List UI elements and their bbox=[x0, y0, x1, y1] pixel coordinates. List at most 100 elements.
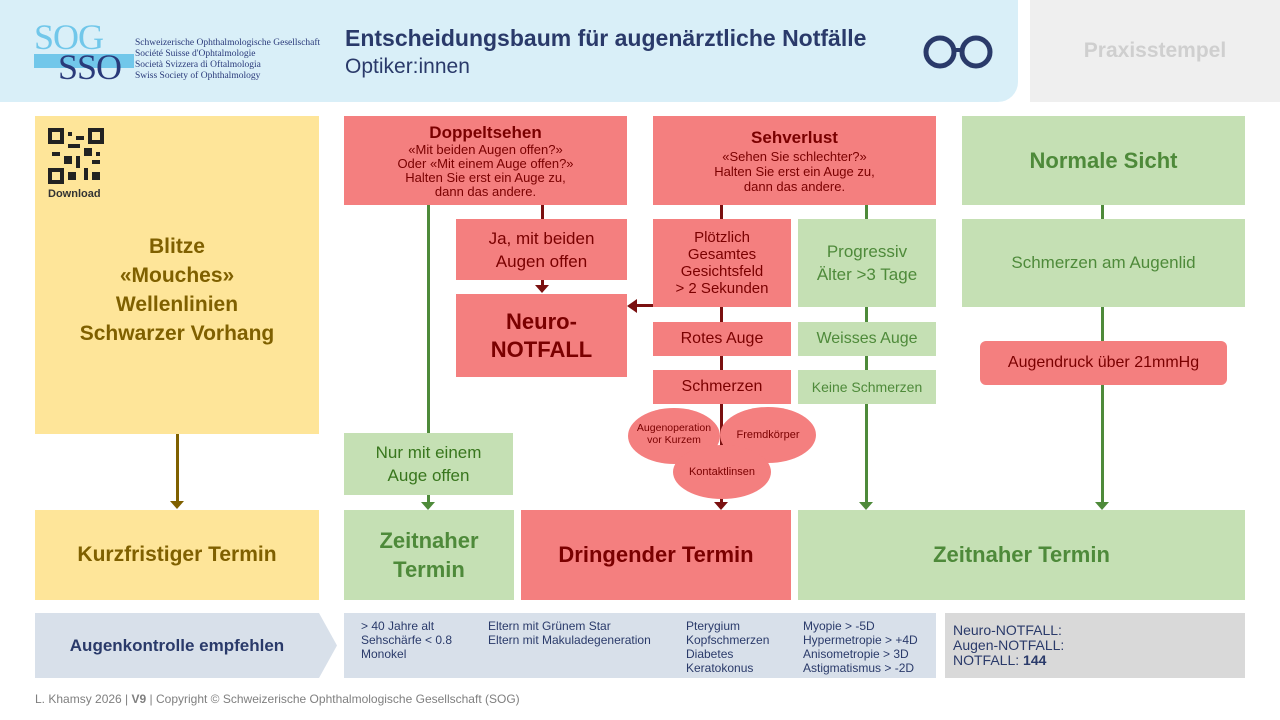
praxisstempel: Praxisstempel bbox=[1030, 0, 1280, 102]
keine-schmerzen-box: Keine Schmerzen bbox=[798, 370, 936, 404]
doppeltsehen-line: Halten Sie erst ein Auge zu, bbox=[405, 169, 566, 185]
sehverlust-line: Halten Sie erst ein Auge zu, bbox=[714, 164, 875, 179]
logo-sog-text: SOG bbox=[34, 17, 104, 57]
header-banner bbox=[0, 0, 1018, 102]
outcome-zeitnah-right-label: Zeitnaher Termin bbox=[933, 542, 1110, 567]
society-name-de: Schweizerische Ophthalmologische Gesells… bbox=[135, 38, 321, 48]
download-label[interactable]: Download bbox=[48, 188, 101, 200]
sehverlust-box: Sehverlust «Sehen Sie schlechter?» Halte… bbox=[653, 116, 936, 205]
neuro-notfall-contact: Neuro-NOTFALL: bbox=[953, 622, 1062, 638]
society-name-it: Società Svizzera di Oftalmologia bbox=[135, 60, 261, 70]
sehverlust-title: Sehverlust bbox=[751, 128, 838, 147]
glasses-icon bbox=[923, 35, 993, 69]
footer: L. Khamsy 2026 | V9 | Copyright © Schwei… bbox=[35, 692, 520, 706]
outcome-zeitnah-left-line: Termin bbox=[393, 557, 465, 582]
ploetzlich-box: Plötzlich Gesamtes Gesichtsfeld > 2 Seku… bbox=[653, 219, 791, 307]
ein-auge-box: Nur mit einem Auge offen bbox=[344, 433, 513, 495]
notfall-number: 144 bbox=[1023, 652, 1047, 668]
ploetzlich-line: Gesamtes bbox=[687, 246, 757, 263]
arrow-line bbox=[176, 434, 179, 502]
arrow-head bbox=[859, 502, 873, 510]
outcome-zeitnah-left: Zeitnaher Termin bbox=[344, 510, 514, 600]
augendruck-box: Augendruck über 21mmHg bbox=[980, 341, 1227, 385]
risk-item: Keratokonus bbox=[686, 661, 754, 675]
arrow-line bbox=[1101, 205, 1104, 219]
schmerzen-augenlid-box: Schmerzen am Augenlid bbox=[962, 219, 1245, 307]
sehverlust-line: «Sehen Sie schlechter?» bbox=[722, 149, 867, 164]
risk-item: Myopie > -5D bbox=[803, 619, 875, 633]
augenoperation-line: Augenoperation bbox=[636, 422, 712, 434]
sog-logo: SOG SSO bbox=[34, 16, 134, 87]
qr-code-icon[interactable] bbox=[48, 128, 104, 184]
risk-item: Eltern mit Grünem Star bbox=[488, 619, 611, 633]
risk-item: Hypermetropie > +4D bbox=[803, 633, 918, 647]
risk-col-3: Pterygium Kopfschmerzen Diabetes Keratok… bbox=[686, 619, 769, 675]
footer-version: V9 bbox=[131, 692, 147, 706]
augenoperation-label: Augenoperation vor Kurzem bbox=[628, 422, 720, 446]
outcome-dringend: Dringender Termin bbox=[521, 510, 791, 600]
arrow-head bbox=[714, 502, 728, 510]
doppeltsehen-line: dann das andere. bbox=[434, 183, 537, 199]
rotes-auge-box: Rotes Auge bbox=[653, 322, 791, 356]
augen-notfall-contact: Augen-NOTFALL: bbox=[953, 637, 1065, 653]
rotes-auge-label: Rotes Auge bbox=[680, 330, 764, 347]
progressiv-box: Progressiv Älter >3 Tage bbox=[798, 219, 936, 307]
blitze-line: Schwarzer Vorhang bbox=[79, 322, 275, 345]
blitze-line: «Mouches» bbox=[119, 264, 235, 287]
risk-item: Monokel bbox=[361, 647, 407, 661]
normale-sicht-box: Normale Sicht bbox=[962, 116, 1245, 205]
risk-item: Eltern mit Makuladegeneration bbox=[488, 633, 651, 647]
notfall-contact: NOTFALL: 144 bbox=[953, 653, 1237, 668]
schmerzen-box: Schmerzen bbox=[653, 370, 791, 404]
schmerzen-augenlid-label: Schmerzen am Augenlid bbox=[1011, 253, 1196, 272]
arrow-head bbox=[535, 285, 549, 293]
arrow-line bbox=[1101, 307, 1104, 503]
weisses-auge-box: Weisses Auge bbox=[798, 322, 936, 356]
arrow-head bbox=[1095, 502, 1109, 510]
arrow-head bbox=[170, 501, 184, 509]
neuro-line: NOTFALL bbox=[490, 336, 593, 362]
augenoperation-line: vor Kurzem bbox=[647, 434, 701, 446]
ploetzlich-line: Plötzlich bbox=[694, 229, 750, 246]
augenkontrolle-arrow bbox=[35, 613, 337, 678]
sehverlust-line: dann das andere. bbox=[743, 179, 846, 194]
arrow-line bbox=[541, 280, 544, 286]
augenkontrolle-label: Augenkontrolle empfehlen bbox=[69, 635, 285, 655]
risk-col-2: Eltern mit Grünem Star Eltern mit Makula… bbox=[488, 619, 651, 647]
logo-bar bbox=[34, 54, 134, 68]
fremdkoerper-label: Fremdkörper bbox=[736, 429, 800, 441]
progressiv-line: Älter >3 Tage bbox=[816, 265, 918, 284]
risk-factors-panel: > 40 Jahre alt Sehschärfe < 0.8 Monokel … bbox=[344, 613, 936, 678]
cause-ellipses bbox=[628, 407, 816, 499]
society-names: Schweizerische Ophthalmologische Gesells… bbox=[135, 38, 320, 82]
outcome-dringend-label: Dringender Termin bbox=[558, 542, 754, 567]
risk-item: Sehschärfe < 0.8 bbox=[361, 633, 453, 647]
beide-augen-line: Ja, mit beiden bbox=[488, 228, 595, 248]
arrow-line bbox=[541, 205, 544, 219]
kontaktlinsen-label: Kontaktlinsen bbox=[688, 466, 756, 478]
augendruck-label: Augendruck über 21mmHg bbox=[1007, 354, 1200, 371]
beide-augen-line: Augen offen bbox=[495, 251, 588, 271]
logo-sso-text: SSO bbox=[58, 47, 122, 87]
risk-item: Anisometropie > 3D bbox=[803, 647, 909, 661]
ploetzlich-line: Gesichtsfeld bbox=[680, 263, 764, 280]
notfall-prefix: NOTFALL: bbox=[953, 652, 1024, 668]
footer-author: L. Khamsy 2026 | bbox=[35, 692, 132, 706]
risk-item: > 40 Jahre alt bbox=[361, 619, 435, 633]
ein-auge-line: Auge offen bbox=[387, 466, 470, 485]
risk-col-1: > 40 Jahre alt Sehschärfe < 0.8 Monokel bbox=[361, 619, 452, 661]
progressiv-line: Progressiv bbox=[826, 242, 908, 261]
risk-item: Astigmatismus > -2D bbox=[803, 661, 915, 675]
arrow-head bbox=[421, 502, 435, 510]
society-name-en: Swiss Society of Ophthalmology bbox=[135, 71, 261, 81]
ploetzlich-line: > 2 Sekunden bbox=[675, 280, 769, 297]
page-subtitle: Optiker:innen bbox=[345, 55, 470, 78]
risk-item: Pterygium bbox=[686, 619, 741, 633]
outcome-kurzfristig-label: Kurzfristiger Termin bbox=[77, 543, 277, 566]
blitze-line: Blitze bbox=[148, 235, 205, 258]
arrow-line bbox=[636, 304, 653, 307]
weisses-auge-label: Weisses Auge bbox=[816, 330, 918, 347]
neuro-notfall-box: Neuro- NOTFALL bbox=[456, 294, 627, 377]
neuro-line: Neuro- bbox=[506, 308, 577, 334]
keine-schmerzen-label: Keine Schmerzen bbox=[811, 379, 923, 395]
